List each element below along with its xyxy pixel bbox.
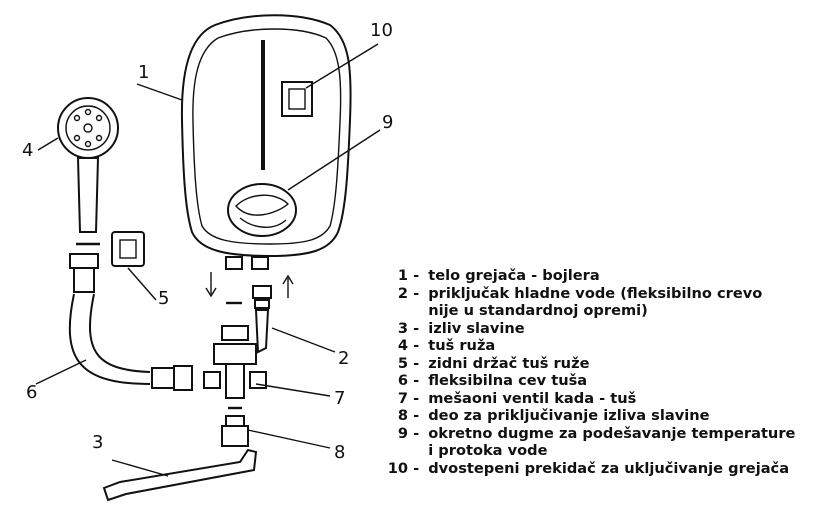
legend-num: 7 xyxy=(397,389,408,407)
heater-body xyxy=(180,14,352,270)
legend-item: 1 - telo grejača - bojlera xyxy=(378,267,818,285)
legend-item: 10 - dvostepeni prekidač za uključivanje… xyxy=(378,460,818,478)
mixing-valve xyxy=(203,301,267,410)
legend-text: fleksibilna cev tuša xyxy=(428,372,588,389)
legend-sep: - xyxy=(408,267,425,284)
legend-num: 2 xyxy=(397,284,408,302)
legend-num: 10 xyxy=(387,459,408,477)
faucet-spout xyxy=(102,448,258,502)
legend-text: telo grejača - bojlera xyxy=(428,267,600,284)
legend-sep: - xyxy=(408,319,425,337)
callout-7: 7 xyxy=(334,388,345,409)
cold-water-hose xyxy=(252,285,272,354)
parts-legend: 1 - telo grejača - bojlera 2 - priključa… xyxy=(378,267,818,477)
legend-text: deo za priključivanje izliva slavine xyxy=(428,407,710,424)
legend-num: 3 xyxy=(397,319,408,337)
legend-text: priključak hladne vode (fleksibilno crev… xyxy=(428,284,763,320)
flow-arrows xyxy=(205,272,294,298)
callout-10: 10 xyxy=(370,20,393,41)
callout-6: 6 xyxy=(26,382,37,403)
legend-text: tuš ruža xyxy=(428,337,496,354)
legend-text: izliv slavine xyxy=(428,319,525,337)
legend-num: 1 xyxy=(397,267,408,284)
legend-text: okretno dugme za podešavanje temperature… xyxy=(428,424,796,460)
legend-num: 4 xyxy=(397,337,408,354)
legend-sep: - xyxy=(408,459,425,477)
callout-4: 4 xyxy=(22,140,33,161)
legend-text: mešaoni ventil kada - tuš xyxy=(428,389,637,407)
legend-item: 5 - zidni držač tuš ruže xyxy=(378,355,818,373)
legend-sep: - xyxy=(408,337,425,354)
callout-1: 1 xyxy=(138,62,149,83)
legend-item: 8 - deo za priključivanje izliva slavine xyxy=(378,407,818,425)
callout-5: 5 xyxy=(158,288,169,309)
legend-item: 9 - okretno dugme za podešavanje tempera… xyxy=(378,425,818,460)
callout-9: 9 xyxy=(382,112,393,133)
legend-num: 9 xyxy=(397,424,408,442)
legend-num: 8 xyxy=(397,407,408,424)
legend-num: 6 xyxy=(397,372,408,389)
legend-text: zidni držač tuš ruže xyxy=(428,354,590,372)
legend-sep: - xyxy=(408,372,425,389)
legend-item: 2 - priključak hladne vode (fleksibilno … xyxy=(378,285,818,320)
spout-connector xyxy=(221,415,249,447)
callout-8: 8 xyxy=(334,442,345,463)
wall-holder xyxy=(111,231,145,267)
legend-num: 5 xyxy=(397,354,408,372)
legend-sep: - xyxy=(408,284,425,302)
legend-text: dvostepeni prekidač za uključivanje grej… xyxy=(428,459,790,477)
shower-hose xyxy=(68,253,193,391)
callout-2: 2 xyxy=(338,348,349,369)
legend-sep: - xyxy=(408,389,425,407)
callout-3: 3 xyxy=(92,432,103,453)
legend-item: 4 - tuš ruža xyxy=(378,337,818,355)
legend-sep: - xyxy=(408,407,425,424)
legend-item: 7 - mešaoni ventil kada - tuš xyxy=(378,390,818,408)
leader-lines xyxy=(35,43,381,477)
legend-sep: - xyxy=(408,354,425,372)
legend-item: 6 - fleksibilna cev tuša xyxy=(378,372,818,390)
legend-item: 3 - izliv slavine xyxy=(378,320,818,338)
legend-sep: - xyxy=(408,424,425,442)
shower-head xyxy=(57,97,119,246)
